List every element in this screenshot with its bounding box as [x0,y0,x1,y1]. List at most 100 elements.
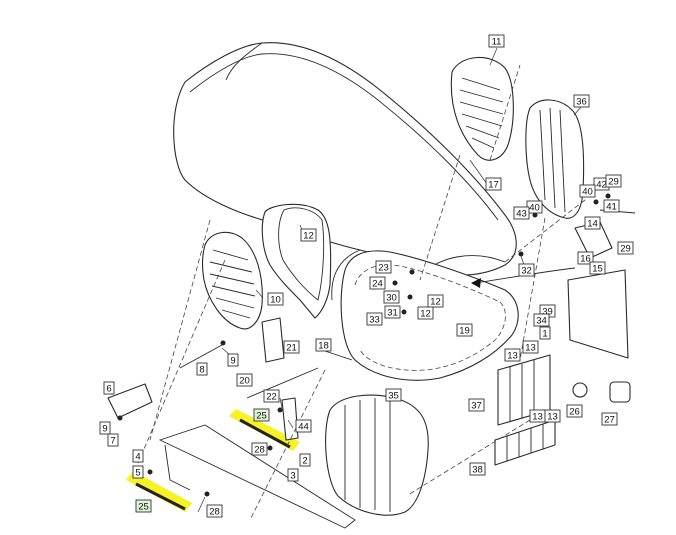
callout-number: 23 [378,263,389,274]
bracket-44 [281,397,299,441]
louver-lower [494,419,556,466]
callout-box [417,306,434,320]
callout-number: 28 [254,445,265,456]
callout-c15: 15 [589,261,606,275]
callout-box [533,313,550,327]
callout-box [263,389,280,403]
callout-box [103,381,115,395]
callout-box [573,94,590,108]
callout-c26: 26 [566,404,583,418]
callout-box [132,449,144,463]
callout-box [132,465,144,479]
callout-box [601,412,618,426]
callout-c3: 3 [287,468,299,482]
callout-number: 32 [521,266,532,277]
callout-box [383,290,400,304]
callout-c27: 27 [601,412,618,426]
callout-number: 11 [492,37,502,48]
callout-c6: 6 [103,381,115,395]
callout-box [617,241,634,255]
callout-c41: 41 [603,199,620,213]
callout-box [369,276,386,290]
gas-strut-lower [135,482,186,511]
callout-c12b: 12 [427,294,444,308]
callout-c2: 2 [299,453,311,467]
callout-number: 40 [529,203,540,214]
callout-box [427,294,444,308]
callout-box [196,362,208,376]
callout-number: 20 [239,376,250,387]
rod-18 [321,349,353,361]
callout-c38: 38 [469,462,486,476]
callout-number: 12 [303,231,314,242]
callout-box [566,404,583,418]
callout-box [539,326,551,340]
callout-number: 9 [102,424,107,435]
callout-number: 18 [318,341,329,352]
callout-box [589,261,606,275]
callout-number: 7 [110,436,115,447]
callout-box [522,340,539,354]
rear-panel [567,269,629,359]
callout-c28b: 28 [206,504,223,518]
callout-number: 29 [620,244,631,255]
callout-number: 13 [507,351,518,362]
callout-c13a: 13 [504,348,521,362]
callout-number: 10 [270,295,281,306]
rod-8 [179,344,223,369]
callout-number: 35 [388,391,399,402]
callout-box [267,292,284,306]
callout-c34: 34 [533,313,550,327]
left-grille [202,231,263,330]
callout-c25a: 25 [253,408,270,422]
callout-number: 5 [135,468,140,479]
callout-number: 13 [547,412,558,423]
callout-c19: 19 [456,323,473,337]
callout-box [295,419,312,433]
callout-box [251,442,268,456]
callout-number: 8 [199,365,204,376]
callout-c25b: 25 [135,499,152,513]
callout-c10: 10 [267,292,284,306]
callout-number: 2 [302,456,307,467]
callout-number: 1 [542,329,547,340]
callout-number: 31 [387,308,398,319]
callout-box [135,499,152,513]
gas-strut-upper [239,418,291,449]
hardware-marks [117,193,611,497]
callout-c13d: 13 [544,409,561,423]
callout-box [99,421,111,435]
callout-box [504,348,521,362]
callout-box [485,177,502,191]
callout-c32: 32 [518,263,535,277]
callout-box [227,353,239,367]
callout-box [385,388,402,402]
callout-c9a: 9 [227,353,239,367]
callout-box [518,263,535,277]
callout-c24: 24 [369,276,386,290]
callout-c30: 30 [383,290,400,304]
callout-number: 37 [471,401,482,412]
callout-number: 22 [266,392,277,403]
callout-c22: 22 [263,389,280,403]
callout-number: 39 [542,307,553,318]
lower-side-panel [325,394,429,516]
callout-number: 13 [525,343,536,354]
callout-number: 4 [135,452,140,463]
support-frame [158,424,356,529]
callout-box [469,462,486,476]
highlight-strut-lower [126,471,192,512]
callout-number: 9 [230,356,235,367]
callout-c35: 35 [385,388,402,402]
bracket-21 [261,317,285,363]
callout-box [315,338,332,352]
callout-box [283,340,300,354]
lamp-27 [609,381,631,403]
callout-c29b: 29 [617,241,634,255]
callout-c37: 37 [468,398,485,412]
callout-number: 24 [372,279,383,290]
callout-number: 6 [106,384,111,395]
callout-box [236,373,253,387]
callout-box [253,408,270,422]
callout-number: 25 [138,502,149,513]
